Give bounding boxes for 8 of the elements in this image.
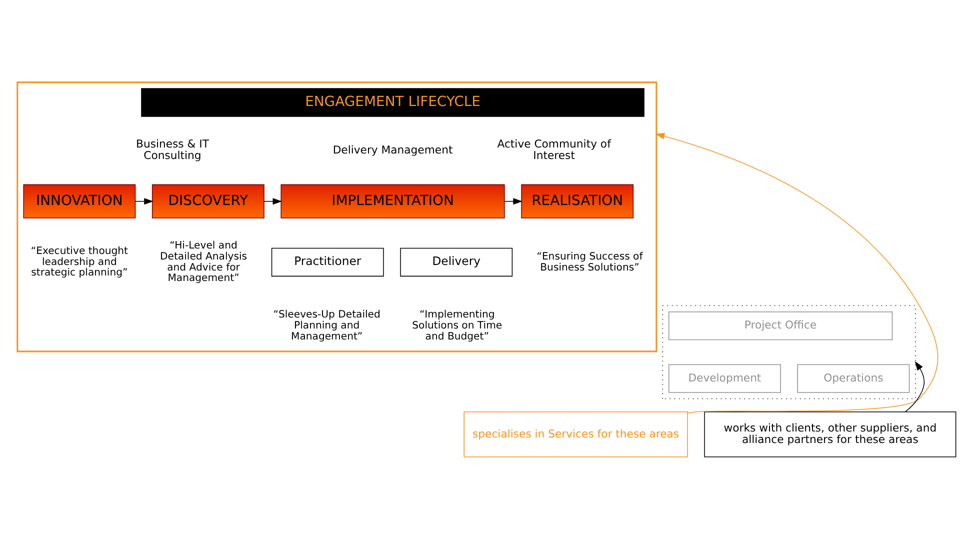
label: Active Community of Interest — [497, 138, 611, 162]
node-label: “Hi-Level and Detailed Analysis and Advice for Management” — [160, 240, 248, 284]
node-label: “Executive thought leadership and strategic planning” — [30, 246, 128, 279]
node-label: “Ensuring Success of Business Solutions” — [536, 251, 643, 274]
label: Delivery Management — [332, 143, 453, 156]
node-label: “Sleeves-Up Detailed Planning and Management” — [273, 310, 380, 342]
label: Business & IT Consulting — [136, 138, 210, 162]
node-label: “Implementing Solutions on Time and Budget” — [412, 310, 502, 342]
